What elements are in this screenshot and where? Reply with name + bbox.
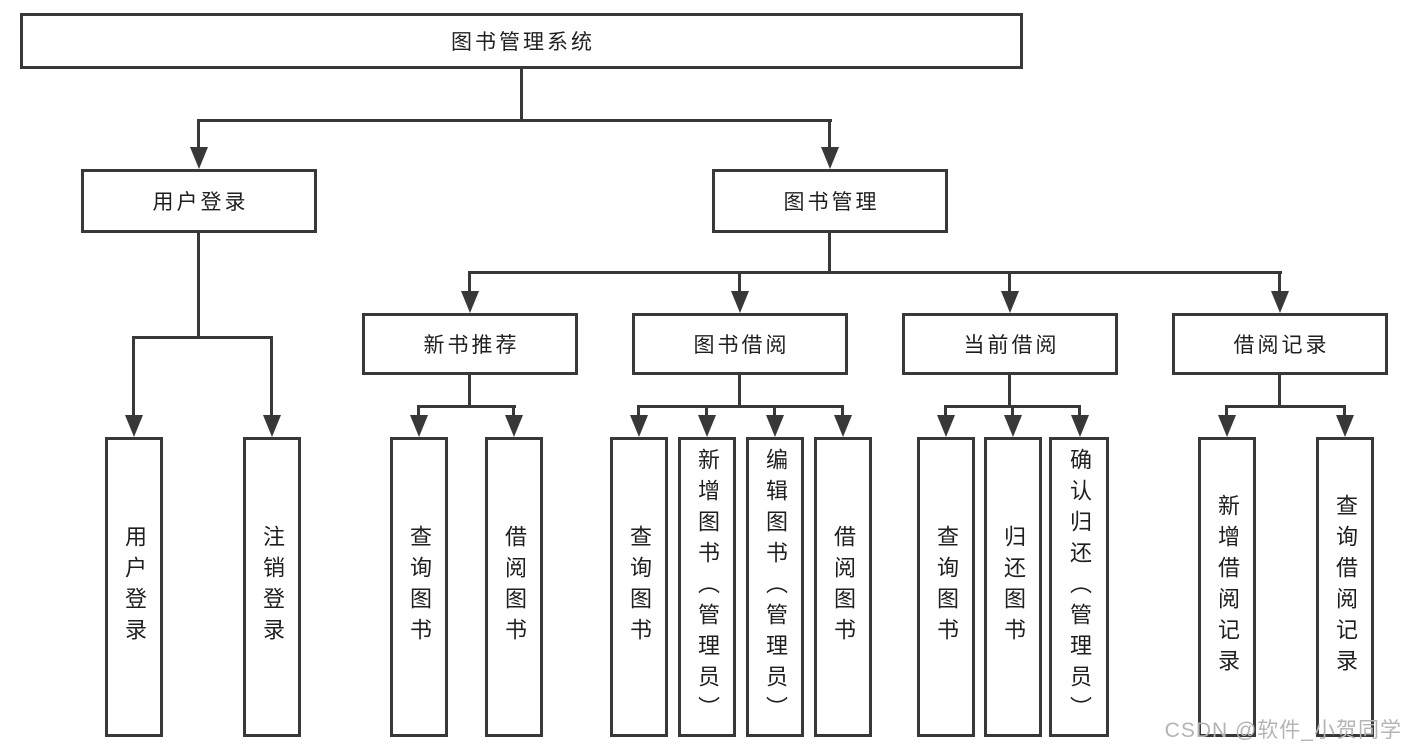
arrowhead-down-icon: [834, 415, 852, 437]
arrowhead-down-icon: [1001, 291, 1019, 313]
connector-book-management-stem: [828, 233, 831, 271]
arrowhead-down-icon: [410, 415, 428, 437]
arrowhead-down-icon: [766, 415, 784, 437]
node-cb-query-books: 查询图书: [917, 437, 975, 737]
connector-borrow-records-stem: [1278, 375, 1281, 405]
connector-drop: [841, 405, 844, 415]
arrowhead-down-icon: [461, 291, 479, 313]
connector-drop: [1343, 405, 1346, 415]
csdn-watermark: CSDN @软件_小贺同学: [1164, 719, 1402, 742]
arrowhead-down-icon: [937, 415, 955, 437]
node-nr-borrow-books: 借阅图书: [485, 437, 543, 737]
connector-drop: [417, 405, 420, 415]
connector-drop: [773, 405, 776, 415]
arrowhead-down-icon: [1004, 415, 1022, 437]
arrowhead-down-icon: [505, 415, 523, 437]
connector-book-borrow-stem: [738, 375, 741, 405]
node-book-borrow: 图书借阅: [632, 313, 848, 375]
arrowhead-down-icon: [698, 415, 716, 437]
connector-book-borrow-drop: [738, 271, 741, 291]
node-bb-borrow-books: 借阅图书: [814, 437, 872, 737]
node-borrow-records: 借阅记录: [1172, 313, 1388, 375]
connector-logout-drop: [270, 336, 273, 415]
node-bb-query-books: 查询图书: [610, 437, 668, 737]
connector-login-drop: [132, 336, 135, 415]
node-root-library-management-system: 图书管理系统: [20, 13, 1023, 69]
connector-current-borrow-stem: [1008, 375, 1011, 405]
connector-book-management-drop: [828, 119, 831, 147]
connector-drop: [1011, 405, 1014, 415]
arrowhead-down-icon: [1336, 415, 1354, 437]
arrowhead-down-icon: [190, 147, 208, 169]
connector-borrow-records-drop: [1278, 271, 1281, 291]
connector-drop: [1078, 405, 1081, 415]
node-cb-confirm-return-admin: 确认归还（管理员）: [1049, 437, 1109, 737]
connector-drop: [705, 405, 708, 415]
connector-borrow-records-branch: [1225, 405, 1346, 408]
connector-user-login-stem: [197, 233, 200, 336]
node-bb-edit-books-admin: 编辑图书（管理员）: [746, 437, 804, 737]
arrowhead-down-icon: [263, 415, 281, 437]
connector-current-borrow-drop: [1008, 271, 1011, 291]
connector-user-login-branch: [132, 336, 273, 339]
connector-new-book-drop: [468, 271, 471, 291]
connector-drop: [1225, 405, 1228, 415]
connector-drop: [637, 405, 640, 415]
arrowhead-down-icon: [1071, 415, 1089, 437]
node-nr-query-books: 查询图书: [390, 437, 448, 737]
connector-new-book-stem: [468, 375, 471, 405]
connector-drop: [512, 405, 515, 415]
node-user-login: 用户登录: [81, 169, 317, 233]
connector-root-branch: [197, 119, 832, 122]
arrowhead-down-icon: [731, 291, 749, 313]
node-current-borrow: 当前借阅: [902, 313, 1118, 375]
arrowhead-down-icon: [630, 415, 648, 437]
node-book-management: 图书管理: [712, 169, 948, 233]
node-br-add-record: 新增借阅记录: [1198, 437, 1256, 737]
arrowhead-down-icon: [821, 147, 839, 169]
node-user-login-leaf: 用户登录: [105, 437, 163, 737]
connector-user-login-drop: [197, 119, 200, 147]
connector-book-borrow-branch: [637, 405, 844, 408]
arrowhead-down-icon: [1218, 415, 1236, 437]
node-new-book-recommend: 新书推荐: [362, 313, 578, 375]
connector-drop: [944, 405, 947, 415]
connector-root-stem: [520, 69, 523, 119]
node-logout-leaf: 注销登录: [243, 437, 301, 737]
arrowhead-down-icon: [125, 415, 143, 437]
node-br-query-record: 查询借阅记录: [1316, 437, 1374, 737]
connector-book-management-branch: [468, 271, 1282, 274]
connector-new-book-branch: [417, 405, 516, 408]
node-bb-add-books-admin: 新增图书（管理员）: [678, 437, 736, 737]
node-cb-return-books: 归还图书: [984, 437, 1042, 737]
arrowhead-down-icon: [1271, 291, 1289, 313]
